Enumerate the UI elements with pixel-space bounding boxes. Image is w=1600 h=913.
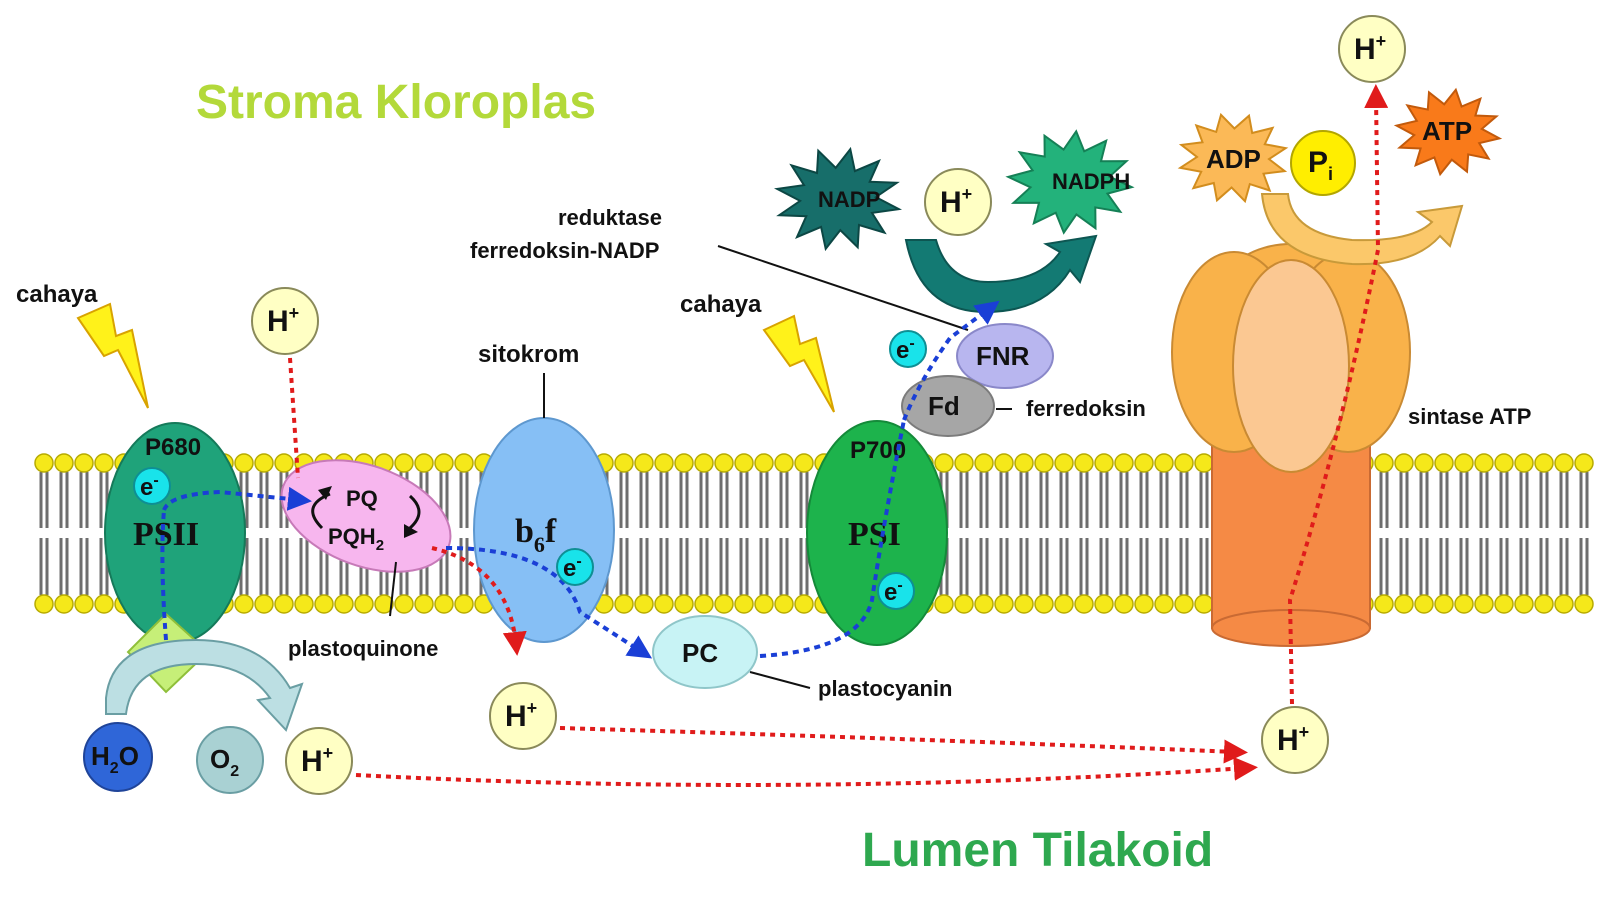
electron-fd: e- <box>889 330 927 368</box>
fd-name: Fd <box>928 391 960 421</box>
pq-leader-line <box>389 561 397 617</box>
water-splitting-arrow <box>105 638 304 732</box>
light-label-psi: cahaya <box>680 291 762 318</box>
electron-psii: e- <box>133 467 171 505</box>
nadp-label: NADP <box>818 187 880 212</box>
pc-name: PC <box>682 638 718 668</box>
light-bolt-psii <box>76 302 149 409</box>
fnr-complex <box>956 323 1054 389</box>
svg-text:H+: H+ <box>1277 722 1309 757</box>
nadph-burst <box>1005 129 1135 235</box>
fd-complex <box>901 375 995 437</box>
pc-label: plastocyanin <box>818 676 952 701</box>
pq-label: plastoquinone <box>288 636 438 661</box>
svg-text:H+: H+ <box>1354 31 1386 66</box>
pi-label: Pi <box>1308 146 1333 184</box>
psii-center-label: P680 <box>145 434 201 461</box>
proton-pq-stroma: H+ <box>251 287 319 355</box>
water-label: H2O <box>91 741 139 777</box>
oxygen-label: O2 <box>210 744 239 780</box>
pc-leader-line <box>749 671 811 689</box>
pi-circle <box>1290 130 1356 196</box>
atp-label: ATP <box>1422 116 1472 146</box>
pc-complex <box>652 615 758 689</box>
svg-text:e-: e- <box>140 472 159 501</box>
adp-burst <box>1177 112 1289 204</box>
nadp-burst <box>773 146 903 252</box>
psii-name: PSII <box>133 516 199 553</box>
nadph-label: NADPH <box>1052 169 1130 194</box>
proton-synthase-lumen: H+ <box>1261 706 1329 774</box>
light-bolt-psi <box>762 314 835 413</box>
electron-path-fd-to-nadph <box>902 300 1000 421</box>
b6f-name: b6f <box>515 513 557 557</box>
psi-name: PSI <box>848 516 901 553</box>
proton-path-pq-lumen <box>431 546 527 656</box>
proton-path-psii-to-synthase <box>355 756 1258 787</box>
proton-psii-lumen: H+ <box>285 727 353 795</box>
b6f-label: sitokrom <box>478 341 579 368</box>
nadph-reduction-arrow <box>904 234 1098 314</box>
water-circle <box>83 722 153 792</box>
fd-label: ferredoksin <box>1026 396 1146 421</box>
stroma-label: Stroma Kloroplas <box>196 76 596 129</box>
proton-b6f-lumen: H+ <box>489 682 557 750</box>
electron-path-pc-to-psi <box>759 419 906 658</box>
proton-stroma-out: H+ <box>1338 15 1406 83</box>
atp-synthase-label: sintase ATP <box>1408 404 1531 429</box>
svg-text:H+: H+ <box>940 184 972 219</box>
svg-text:e-: e- <box>884 577 903 606</box>
electron-psi: e- <box>877 572 915 610</box>
fnr-label-line1: reduktase <box>558 205 662 230</box>
light-label-psii: cahaya <box>16 281 98 308</box>
pq-cycle-arrow-right <box>408 494 421 530</box>
electron-path-water-to-psii <box>160 509 168 641</box>
pq-top-label: PQ <box>346 486 378 511</box>
proton-path-b6f-to-synthase <box>559 726 1248 764</box>
atp-burst <box>1393 87 1503 177</box>
svg-text:e-: e- <box>563 553 582 582</box>
adp-label: ADP <box>1206 144 1261 174</box>
proton-path-pq-stroma <box>288 357 300 479</box>
atp-synthase-head-front <box>1232 259 1350 473</box>
svg-text:H+: H+ <box>267 303 299 338</box>
atp-synthase <box>1171 243 1411 647</box>
electron-b6f: e- <box>556 548 594 586</box>
oxygen-circle <box>196 726 264 794</box>
lumen-label: Lumen Tilakoid <box>862 824 1213 877</box>
svg-text:e-: e- <box>896 335 915 364</box>
svg-text:H+: H+ <box>505 698 537 733</box>
proton-nadp: H+ <box>924 168 992 236</box>
svg-text:H+: H+ <box>301 743 333 778</box>
fnr-label-line2: ferredoksin-NADP <box>470 238 659 263</box>
atp-formation-arrow <box>1260 193 1464 266</box>
pq-bottom-label: PQH2 <box>328 524 384 554</box>
fnr-leader-line <box>717 245 969 331</box>
electron-path-psii-to-pq <box>162 486 312 511</box>
fnr-name: FNR <box>976 341 1030 371</box>
